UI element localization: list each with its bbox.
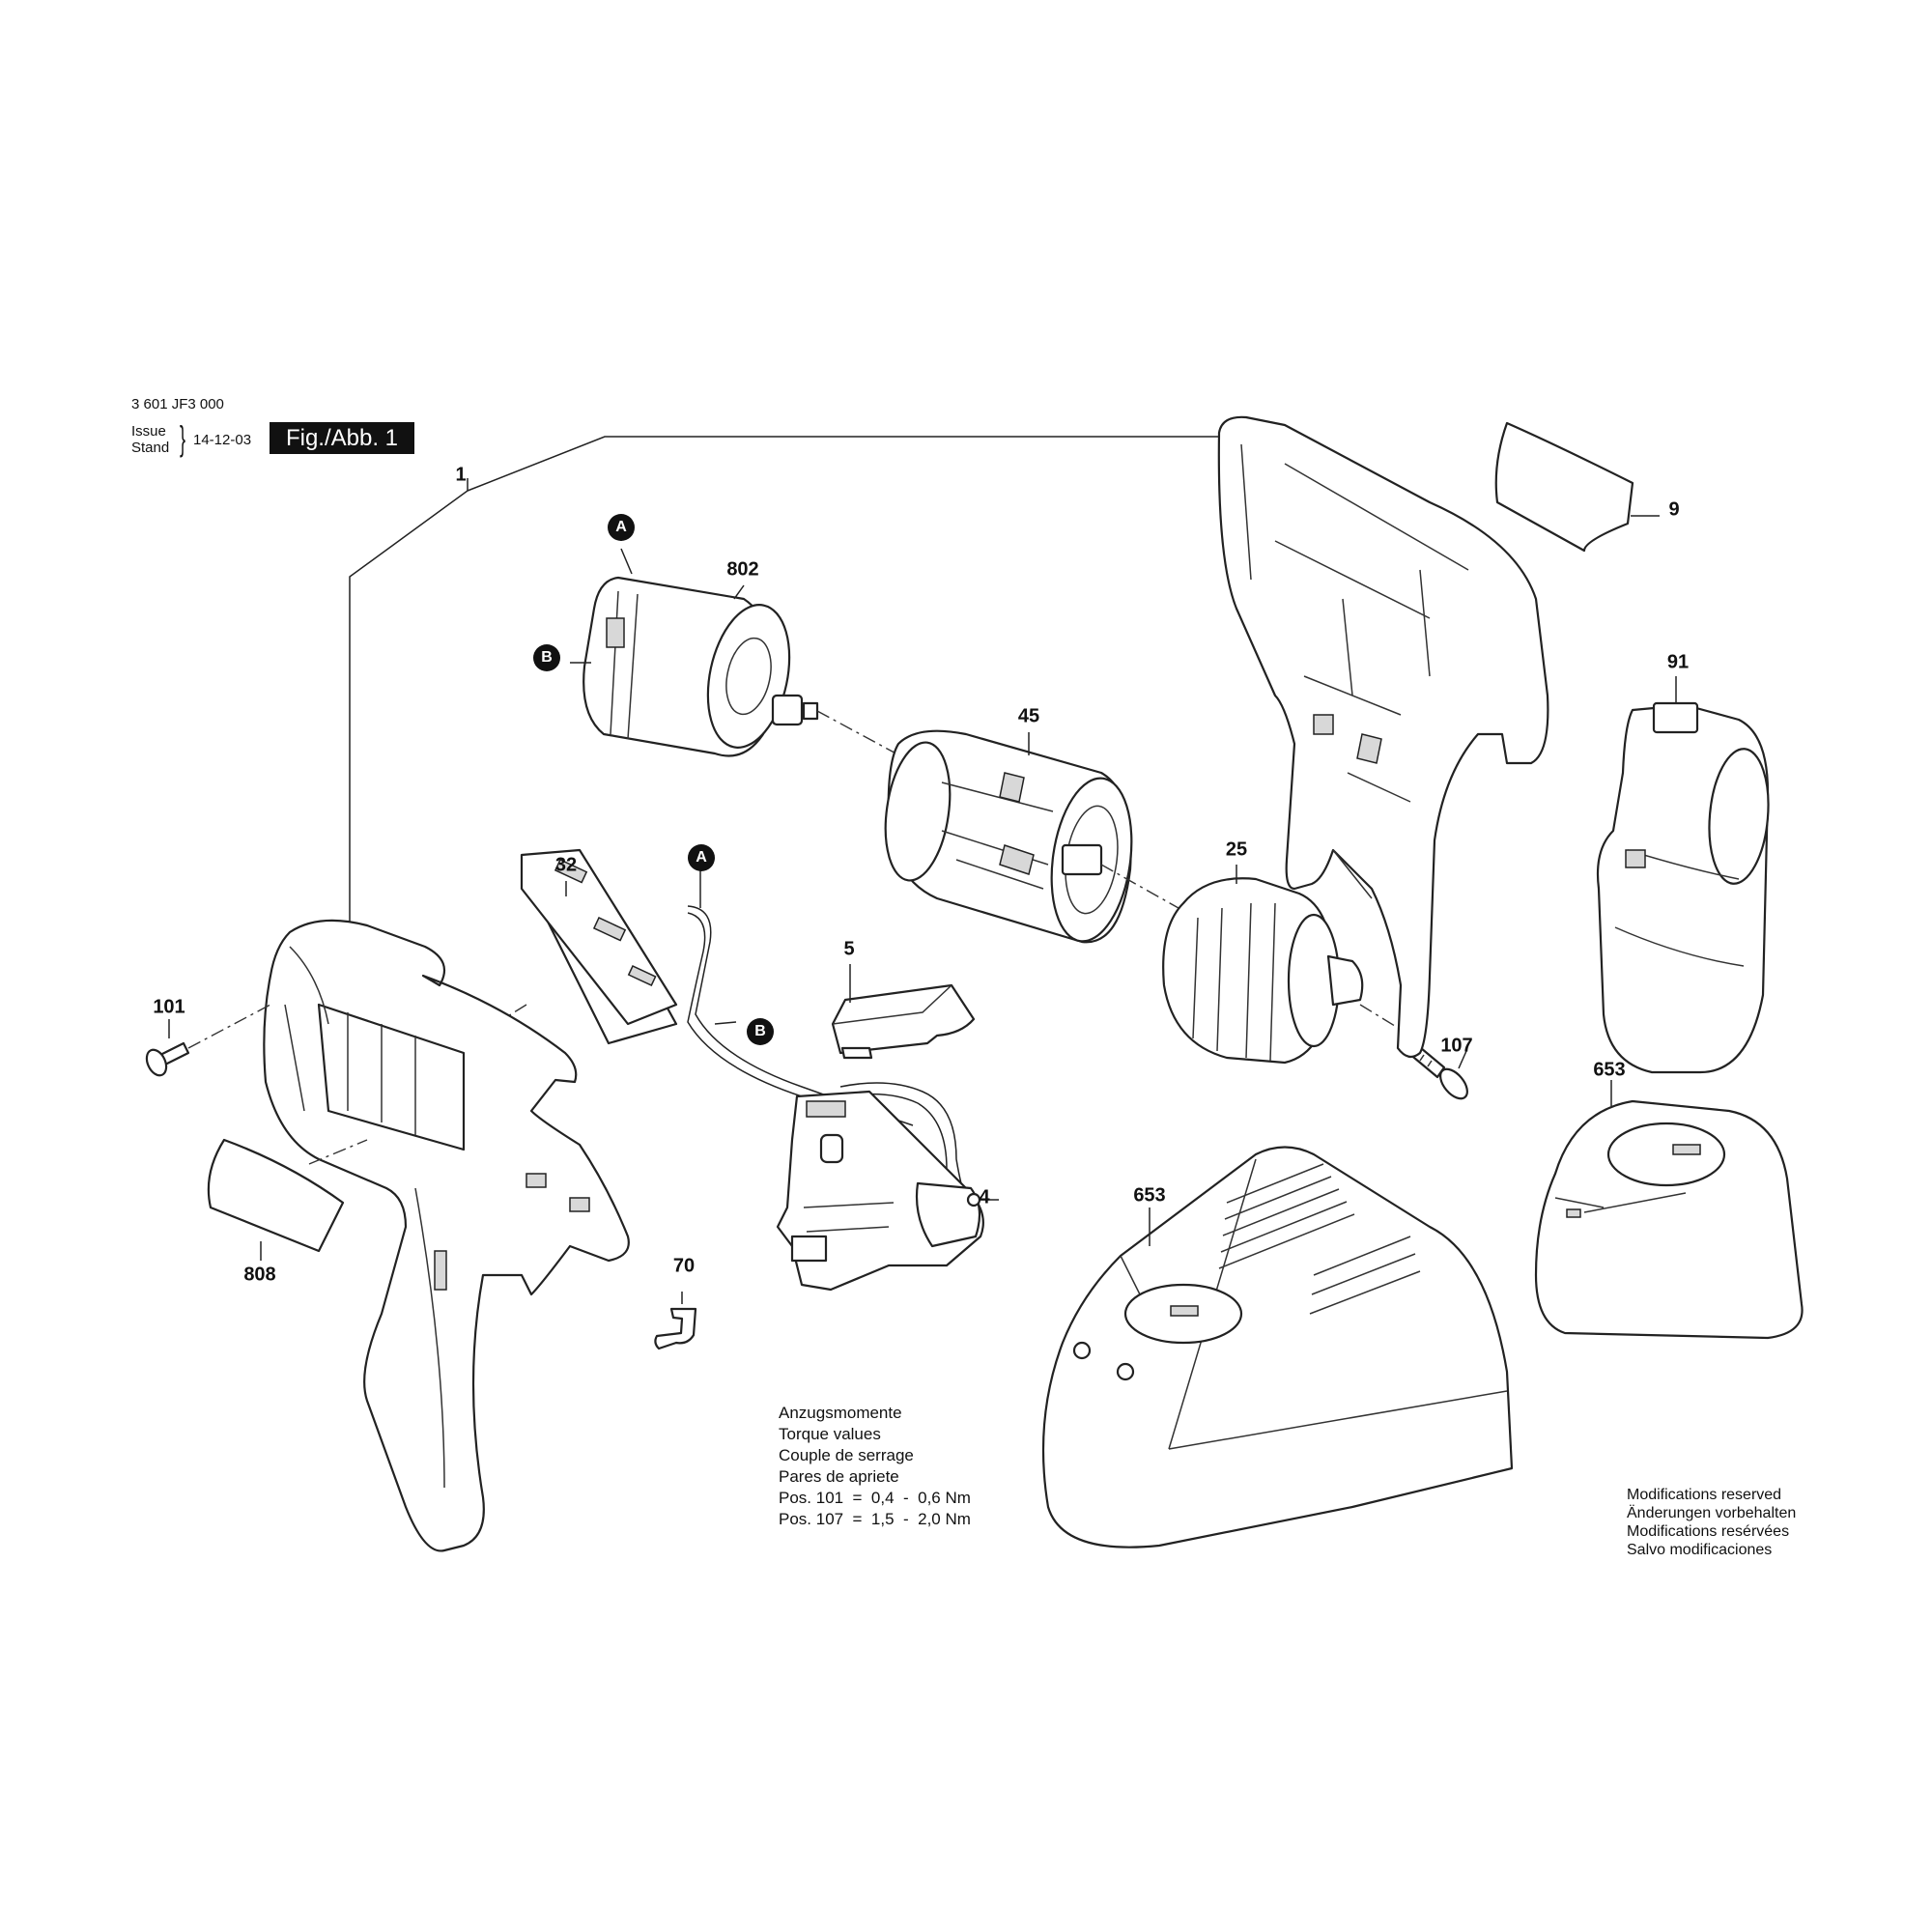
motor-part-802 — [570, 533, 819, 757]
charger-small-part-653 — [1534, 1080, 1804, 1340]
clip-part-70 — [654, 1292, 697, 1350]
torque-line: Couple de serrage — [779, 1446, 914, 1464]
torque-line: Anzugsmomente — [779, 1404, 902, 1422]
modifications-line: Modifications reserved — [1627, 1487, 1782, 1503]
callout-32: 32 — [554, 854, 578, 876]
screw-part-101 — [145, 1041, 190, 1077]
leader-1 — [349, 478, 469, 966]
gearbox-part-45 — [884, 729, 1133, 944]
label-part-808 — [207, 1138, 345, 1261]
callout-9: 9 — [1668, 498, 1680, 521]
callout-101: 101 — [153, 996, 185, 1018]
cover-part-5 — [831, 983, 976, 1060]
charger-large-part-653 — [1041, 1146, 1514, 1548]
issue-label: Issue — [131, 423, 166, 440]
modifications-line: Modifications resérvées — [1627, 1523, 1790, 1540]
callout-25: 25 — [1225, 838, 1248, 861]
switch-part-32 — [520, 848, 678, 1045]
callout-4: 4 — [979, 1186, 990, 1208]
torque-line: Pos. 101 = 0,4 - 0,6 Nm — [779, 1489, 971, 1507]
chuck-part-25 — [1162, 877, 1364, 1065]
torque-line: Pos. 107 = 1,5 - 2,0 Nm — [779, 1510, 971, 1528]
modifications-note: Modifications reserved Änderungen vorbeh… — [1627, 1486, 1796, 1559]
callout-808: 808 — [243, 1264, 276, 1286]
callout-5: 5 — [843, 938, 855, 960]
housing-half-right — [1217, 415, 1549, 1059]
marker-b-motor: B — [533, 644, 560, 671]
marker-b-wire: B — [747, 1018, 774, 1045]
torque-line: Torque values — [779, 1425, 881, 1443]
callout-91: 91 — [1666, 651, 1690, 673]
housing-half-left — [263, 919, 630, 1552]
label-part-9 — [1494, 421, 1660, 553]
brace-glyph: } — [180, 418, 186, 458]
callout-1: 1 — [455, 464, 467, 486]
switch-part-4 — [776, 1090, 999, 1292]
torque-values-note: Anzugsmomente Torque values Couple de se… — [779, 1403, 971, 1530]
battery-part-91 — [1596, 701, 1770, 1074]
modifications-line: Änderungen vorbehalten — [1627, 1505, 1797, 1521]
modifications-line: Salvo modificaciones — [1627, 1542, 1773, 1558]
stand-label: Stand — [131, 440, 170, 456]
callout-45: 45 — [1017, 705, 1040, 727]
issue-stand-labels: Issue Stand — [131, 423, 169, 456]
leader-1-housing — [467, 436, 1219, 492]
callout-653-large: 653 — [1133, 1184, 1166, 1207]
callout-107: 107 — [1440, 1035, 1473, 1057]
marker-a-wire: A — [688, 844, 715, 871]
callout-70: 70 — [672, 1255, 696, 1277]
marker-a-motor: A — [608, 514, 635, 541]
document-number: 3 601 JF3 000 — [131, 396, 224, 412]
figure-label: Fig./Abb. 1 — [270, 422, 414, 454]
issue-date: 14-12-03 — [193, 432, 252, 448]
callout-802: 802 — [726, 558, 759, 581]
callout-653-small: 653 — [1593, 1059, 1626, 1081]
torque-line: Pares de apriete — [779, 1467, 899, 1486]
